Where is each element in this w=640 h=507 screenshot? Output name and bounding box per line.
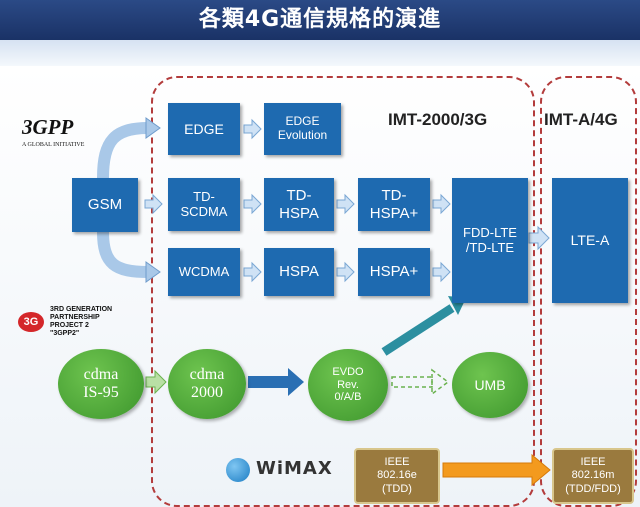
3gpp2-text-line-4: "3GPP2" bbox=[50, 330, 80, 337]
umb-node: UMB bbox=[452, 352, 528, 418]
hspa-plus-node: HSPA+ bbox=[358, 248, 430, 296]
3gpp2-text-line-1: 3RD GENERATION bbox=[50, 306, 113, 313]
ieee-802-16m-label-3: (TDD/FDD) bbox=[565, 482, 621, 495]
edge-node: EDGE bbox=[168, 103, 240, 155]
3gpp2-logo-badge: 3G bbox=[18, 312, 44, 332]
cdma2000-label-1: cdma bbox=[189, 365, 225, 383]
imta-region bbox=[540, 76, 637, 507]
cdma-is95-label-1: cdma bbox=[83, 365, 119, 383]
gsm-to-edge-arrowhead bbox=[145, 117, 161, 139]
edge-evolution-node: EDGE Evolution bbox=[264, 103, 341, 155]
ieee-802-16m-label-1: IEEE bbox=[580, 456, 606, 469]
tdhspaplus-to-fddlte-arrow bbox=[432, 193, 451, 215]
3gpp2-logo-mark: 3G bbox=[23, 316, 39, 328]
ieee-16e-to-16m-arrow bbox=[442, 453, 551, 487]
td-hspa-label-1: TD- bbox=[286, 187, 312, 205]
ieee-802-16e-label-1: IEEE bbox=[384, 456, 410, 469]
evdo-node: EVDO Rev. 0/A/B bbox=[308, 349, 388, 421]
evdo-label-2: Rev. bbox=[337, 378, 359, 391]
lte-a-label: LTE-A bbox=[570, 232, 610, 249]
title-bar bbox=[0, 0, 640, 40]
ieee-802-16e-node: IEEE 802.16e (TDD) bbox=[354, 448, 440, 504]
hspaplus-to-fddlte-arrow bbox=[432, 261, 451, 283]
cdma2000-node: cdma 2000 bbox=[168, 349, 246, 419]
wimax-logo-text: WiMAX bbox=[256, 458, 333, 479]
fdd-lte-label-2: /TD-LTE bbox=[465, 239, 515, 255]
gsm-to-edge-arrow bbox=[97, 122, 149, 179]
tdscdma-to-tdhspa-arrow bbox=[243, 193, 262, 215]
wcdma-label: WCDMA bbox=[178, 263, 230, 279]
evdo-to-fddlte-arrow bbox=[381, 304, 455, 356]
hspa-plus-label: HSPA+ bbox=[369, 263, 419, 281]
evdo-to-umb-arrow bbox=[391, 368, 450, 396]
ieee-802-16m-label-2: 802.16m bbox=[571, 469, 615, 482]
imt2000-region bbox=[151, 76, 535, 507]
3gpp2-logo: 3G 3RD GENERATION PARTNERSHIP PROJECT 2 … bbox=[18, 304, 138, 344]
3gpp-logo-mark: 3GPP bbox=[22, 115, 74, 139]
fdd-lte-node: FDD-LTE /TD-LTE bbox=[452, 178, 528, 303]
gsm-node: GSM bbox=[72, 178, 138, 232]
wcdma-to-hspa-arrow bbox=[243, 261, 262, 283]
wcdma-node: WCDMA bbox=[168, 248, 240, 296]
is95-to-cdma2000-arrow bbox=[145, 369, 167, 395]
edge-evolution-label-1: EDGE bbox=[285, 114, 320, 129]
tdhspa-to-tdhspaplus-arrow bbox=[336, 193, 355, 215]
td-scdma-label-1: TD- bbox=[193, 188, 215, 204]
cdma-is95-node: cdma IS-95 bbox=[58, 349, 144, 419]
edge-evolution-label-2: Evolution bbox=[277, 128, 328, 142]
gsm-to-wcdma-arrow bbox=[97, 231, 149, 278]
evdo-label-1: EVDO bbox=[332, 366, 364, 379]
ieee-802-16e-label-2: 802.16e bbox=[377, 469, 417, 482]
edge-to-edge-evolution-arrow bbox=[243, 118, 262, 140]
td-hspa-plus-label-1: TD- bbox=[381, 187, 407, 205]
ieee-802-16e-label-3: (TDD) bbox=[382, 482, 412, 495]
wimax-logo: WiMAX bbox=[226, 456, 336, 486]
imt2000-label: IMT-2000/3G bbox=[388, 110, 488, 129]
evdo-label-3: 0/A/B bbox=[334, 391, 362, 404]
subtitle-band bbox=[0, 40, 640, 66]
edge-label: EDGE bbox=[184, 120, 224, 137]
gsm-label: GSM bbox=[87, 196, 123, 214]
imta-label: IMT-A/4G bbox=[544, 110, 618, 129]
td-hspa-label-2: HSPA bbox=[279, 204, 319, 222]
td-scdma-label-2: SCDMA bbox=[180, 203, 228, 219]
hspa-label: HSPA bbox=[279, 263, 319, 281]
3gpp2-text-line-3: PROJECT 2 bbox=[50, 322, 89, 329]
3gpp-logo: 3GPP A GLOBAL INITIATIVE bbox=[22, 116, 102, 158]
gsm-to-wcdma-arrowhead bbox=[145, 261, 161, 283]
lte-a-node: LTE-A bbox=[552, 178, 628, 303]
td-hspa-plus-label-2: HSPA+ bbox=[369, 204, 419, 222]
td-scdma-node: TD- SCDMA bbox=[168, 178, 240, 231]
umb-label: UMB bbox=[474, 376, 506, 393]
td-hspa-node: TD- HSPA bbox=[264, 178, 334, 231]
td-hspa-plus-node: TD- HSPA+ bbox=[358, 178, 430, 231]
hspa-node: HSPA bbox=[264, 248, 334, 296]
cdma2000-to-evdo-arrow bbox=[248, 368, 304, 396]
gsm-to-tdscdma-arrow bbox=[144, 193, 163, 215]
wimax-logo-swoosh bbox=[226, 458, 250, 482]
3gpp-logo-tagline: A GLOBAL INITIATIVE bbox=[22, 142, 85, 148]
ieee-802-16m-node: IEEE 802.16m (TDD/FDD) bbox=[552, 448, 634, 504]
cdma2000-label-2: 2000 bbox=[191, 384, 223, 401]
fddlte-to-ltea-arrow bbox=[528, 225, 550, 251]
hspa-to-hspaplus-arrow bbox=[336, 261, 355, 283]
page-title: 各類4G通信規格的演進 bbox=[198, 7, 442, 32]
fdd-lte-label-1: FDD-LTE bbox=[463, 224, 517, 240]
3gpp2-text-line-2: PARTNERSHIP bbox=[50, 314, 100, 321]
cdma-is95-label-2: IS-95 bbox=[83, 384, 119, 401]
